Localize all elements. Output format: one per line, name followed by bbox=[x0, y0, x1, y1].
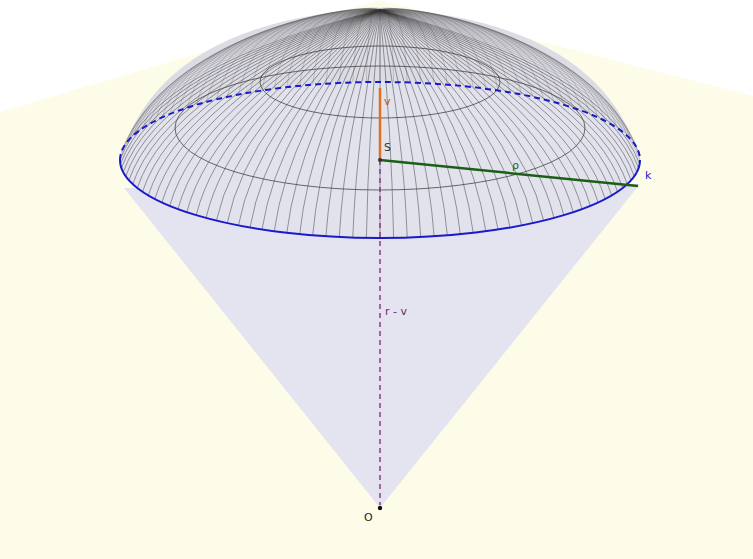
meridian-line bbox=[120, 10, 380, 164]
meridian-line bbox=[380, 10, 533, 97]
meridian-lines bbox=[120, 8, 640, 238]
geometry-label: S bbox=[384, 142, 391, 153]
meridian-line bbox=[206, 10, 380, 102]
meridian-line bbox=[162, 10, 380, 203]
meridian-line bbox=[380, 10, 573, 212]
meridian-line bbox=[380, 10, 623, 132]
meridian-line bbox=[206, 10, 380, 218]
axis-line bbox=[379, 160, 381, 505]
meridian-line bbox=[313, 8, 380, 84]
meridian-line bbox=[129, 10, 380, 140]
meridian-line bbox=[123, 10, 380, 148]
meridian-line bbox=[366, 10, 380, 238]
meridian-line bbox=[380, 10, 612, 125]
meridian-line bbox=[133, 10, 380, 136]
height-segment bbox=[379, 88, 382, 160]
geometry-label: v bbox=[384, 96, 391, 107]
meridian-line bbox=[380, 10, 407, 238]
meridian-line bbox=[380, 10, 627, 136]
meridian-line bbox=[380, 10, 637, 148]
meridian-line bbox=[137, 10, 380, 132]
meridian-line bbox=[380, 10, 434, 236]
meridian-line bbox=[380, 8, 394, 82]
meridian-line bbox=[262, 9, 380, 90]
meridian-line bbox=[339, 8, 380, 83]
meridian-line bbox=[380, 8, 381, 82]
geometry-label: r - v bbox=[385, 306, 407, 317]
rim-back bbox=[120, 82, 640, 160]
meridian-line bbox=[227, 10, 380, 97]
meridian-line bbox=[250, 10, 380, 93]
meridian-line bbox=[196, 10, 380, 215]
meridian-line bbox=[287, 9, 380, 87]
meridian-line bbox=[366, 8, 380, 82]
meridian-line bbox=[129, 10, 380, 180]
meridian-line bbox=[178, 10, 380, 111]
meridian-line bbox=[353, 10, 380, 238]
meridian-line bbox=[380, 10, 639, 168]
meridian-line bbox=[137, 10, 380, 188]
meridian-line bbox=[380, 10, 637, 172]
meridian-line bbox=[313, 10, 380, 235]
geometry-label: O bbox=[364, 512, 373, 523]
meridian-line bbox=[380, 10, 631, 140]
center-point bbox=[378, 158, 382, 162]
meridian-line bbox=[380, 8, 421, 83]
geometry-label: ρ bbox=[512, 160, 519, 171]
meridian-line bbox=[380, 10, 618, 128]
radius-segment bbox=[380, 160, 638, 186]
meridian-line bbox=[380, 10, 631, 180]
meridian-line bbox=[170, 10, 380, 114]
meridian-line bbox=[121, 10, 380, 152]
meridian-line bbox=[380, 10, 447, 235]
meridian-line bbox=[380, 10, 421, 237]
meridian-line bbox=[121, 10, 380, 168]
apex-point bbox=[378, 506, 382, 510]
meridian-line bbox=[380, 10, 510, 93]
meridian-line bbox=[148, 10, 380, 125]
meridian-line bbox=[187, 10, 380, 108]
meridian-line bbox=[120, 10, 380, 160]
meridian-line bbox=[380, 10, 605, 121]
meridian-line bbox=[126, 10, 380, 144]
meridian-line bbox=[170, 10, 380, 206]
meridian-line bbox=[227, 10, 380, 223]
meridian-line bbox=[274, 9, 380, 89]
meridian-line bbox=[380, 10, 394, 238]
meridian-line bbox=[380, 10, 564, 215]
meridian-line bbox=[274, 10, 380, 231]
meridian-line bbox=[123, 10, 380, 172]
meridian-line bbox=[196, 10, 380, 105]
meridian-line bbox=[380, 10, 486, 231]
geometry-label: k bbox=[645, 170, 651, 181]
meridian-line bbox=[155, 10, 380, 121]
meridian-line bbox=[353, 8, 380, 83]
meridian-line bbox=[326, 10, 380, 236]
meridian-line bbox=[380, 8, 407, 83]
meridian-line bbox=[380, 10, 639, 152]
meridian-line bbox=[300, 9, 380, 86]
meridian-line bbox=[380, 10, 627, 184]
meridian-line bbox=[262, 10, 380, 230]
meridian-line bbox=[380, 10, 634, 144]
